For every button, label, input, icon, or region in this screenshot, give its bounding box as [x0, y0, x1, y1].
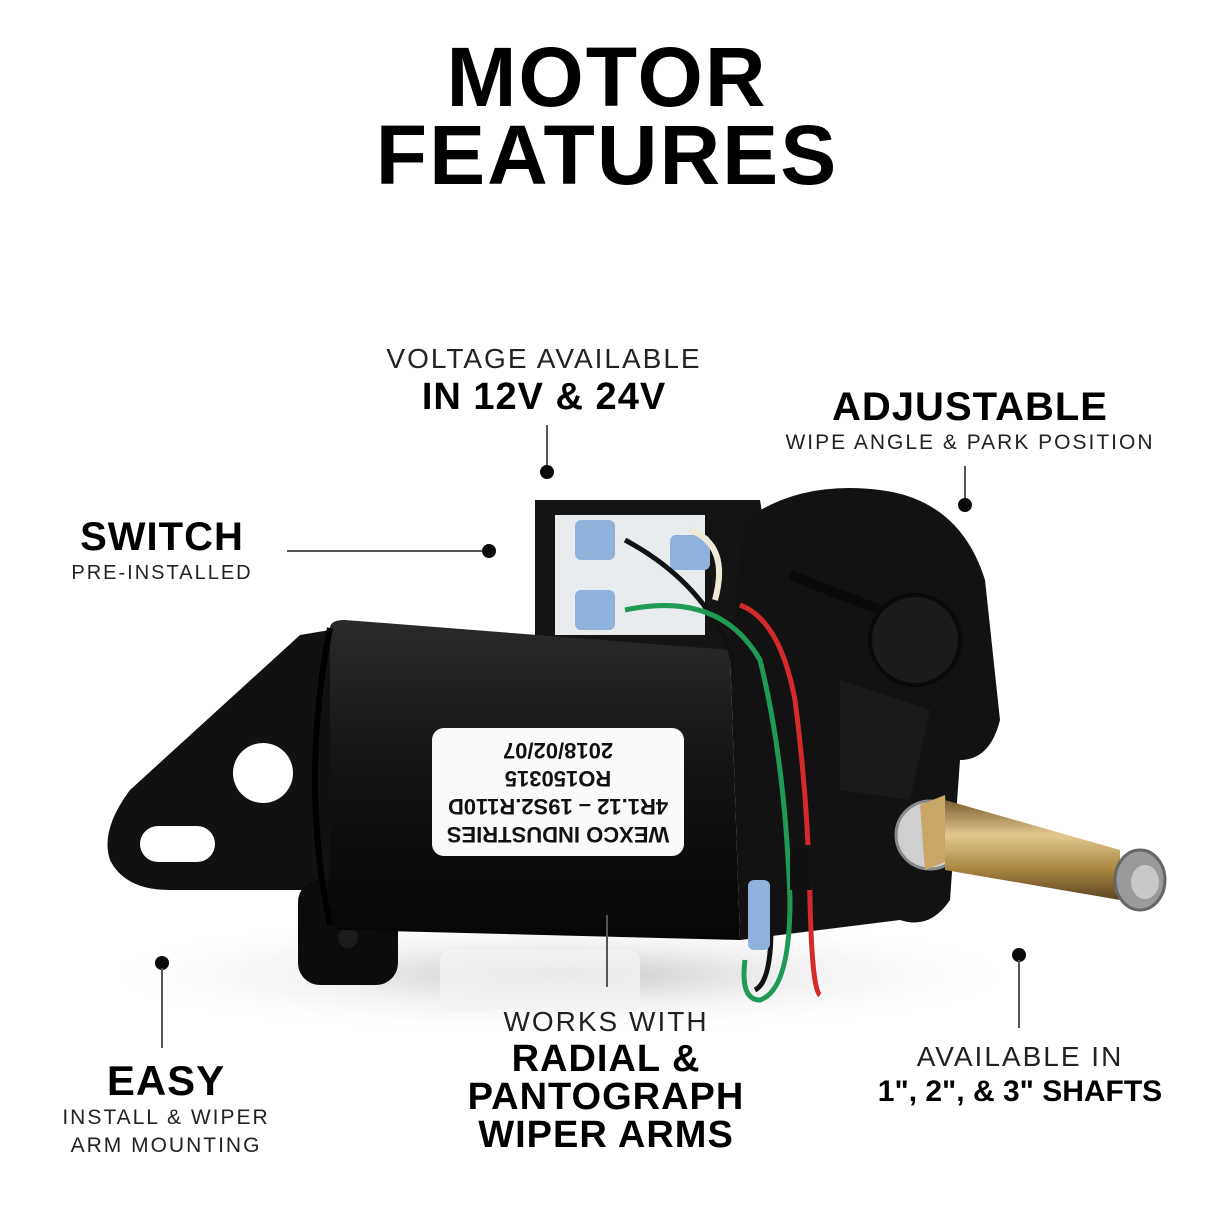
callout-shafts: AVAILABLE IN 1", 2", & 3" SHAFTS — [840, 1040, 1200, 1110]
shafts-marker-dot — [1012, 948, 1026, 962]
easy-heading: EASY — [106, 1057, 226, 1104]
easy-sub-2: ARM MOUNTING — [70, 1134, 262, 1157]
callout-switch: SWITCH PRE-INSTALLED — [42, 514, 282, 586]
voltage-leader-line — [546, 425, 548, 470]
works-marker-dot — [600, 905, 614, 919]
callout-adjustable: ADJUSTABLE WIPE ANGLE & PARK POSITION — [770, 384, 1170, 456]
voltage-line-2: IN 12V & 24V — [421, 376, 667, 418]
works-line-4: WIPER ARMS — [478, 1114, 734, 1156]
callout-works-with: WORKS WITH RADIAL & PANTOGRAPH WIPER ARM… — [406, 1004, 806, 1154]
easy-leader-line — [161, 968, 163, 1048]
motor-label — [432, 728, 684, 856]
switch-sub: PRE-INSTALLED — [71, 562, 253, 584]
switch-marker-dot — [482, 544, 496, 558]
shafts-line-2: 1", 2", & 3" SHAFTS — [877, 1075, 1163, 1108]
shafts-leader-line — [1018, 960, 1020, 1028]
adjustable-marker-dot — [958, 498, 972, 512]
adjustable-leader-line — [964, 466, 966, 502]
voltage-line-1: VOLTAGE AVAILABLE — [386, 343, 702, 374]
easy-marker-dot — [155, 956, 169, 970]
motor-label-text: WEXCO INDUSTRIES 4R1.12 – 19S2.R110D RO1… — [432, 728, 684, 856]
shafts-line-1: AVAILABLE IN — [916, 1041, 1124, 1072]
switch-heading: SWITCH — [80, 515, 244, 559]
works-leader-line — [606, 915, 608, 987]
adjustable-heading: ADJUSTABLE — [832, 385, 1108, 429]
works-line-1: WORKS WITH — [503, 1006, 709, 1037]
title-line-1: MOTOR — [446, 30, 768, 124]
page-title: MOTOR FEATURES — [0, 30, 1214, 202]
adjustable-sub: WIPE ANGLE & PARK POSITION — [785, 431, 1155, 454]
works-line-2: RADIAL & — [511, 1038, 701, 1080]
label-line-4: 2018/02/07 — [502, 738, 614, 763]
label-line-2: 4R1.12 – 19S2.R110D — [447, 794, 669, 819]
callout-voltage: VOLTAGE AVAILABLE IN 12V & 24V — [344, 342, 744, 418]
voltage-marker-dot — [540, 465, 554, 479]
easy-sub-1: INSTALL & WIPER — [62, 1106, 270, 1129]
title-line-2: FEATURES — [375, 108, 839, 202]
label-line-3: RO150315 — [504, 766, 612, 791]
switch-leader-line — [287, 550, 487, 552]
label-line-1: WEXCO INDUSTRIES — [446, 822, 670, 847]
callout-easy: EASY INSTALL & WIPER ARM MOUNTING — [36, 1058, 296, 1160]
works-line-3: PANTOGRAPH — [467, 1076, 745, 1118]
